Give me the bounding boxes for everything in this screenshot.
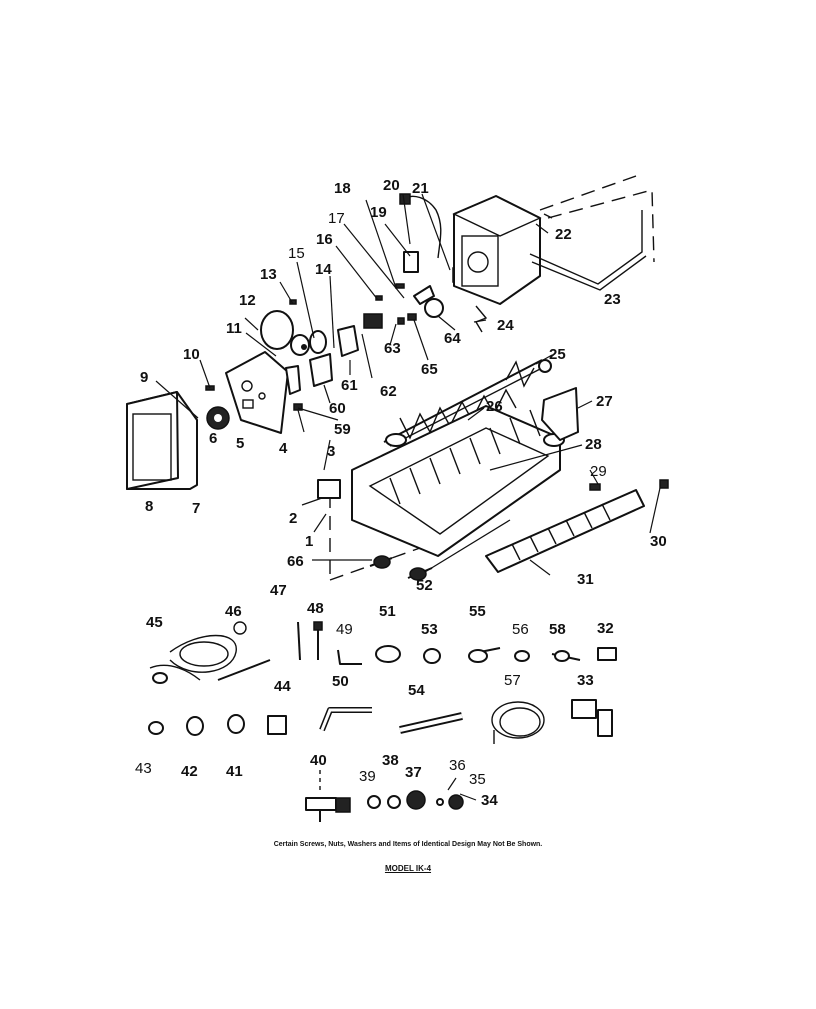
callout-label: 13 [260, 266, 277, 283]
callout-label: 27 [596, 393, 613, 410]
ice-mold [351, 405, 565, 557]
callout-label: 1 [305, 533, 313, 550]
callout-label: 39 [359, 768, 376, 785]
callout-label: 54 [408, 682, 425, 699]
callout-label: 20 [383, 177, 400, 194]
callout-label: 3 [327, 443, 335, 460]
shut-off-bracket [541, 387, 579, 441]
callout-label: 2 [289, 510, 297, 527]
callout-label: 46 [225, 603, 242, 620]
callout-label: 55 [469, 603, 486, 620]
control-housing [452, 195, 647, 305]
switch-parts [285, 313, 383, 395]
callout-label: 58 [549, 621, 566, 638]
callout-label: 49 [336, 621, 353, 638]
callout-label: 32 [597, 620, 614, 637]
callout-label: 36 [449, 757, 466, 774]
callout-label: 59 [334, 421, 351, 438]
callout-label: 28 [585, 436, 602, 453]
callout-labels: 1 2 3 4 5 6 7 8 9 10 11 12 13 14 15 16 1… [135, 177, 667, 809]
callout-label: 52 [416, 577, 433, 594]
callout-label: 53 [421, 621, 438, 638]
callout-label: 15 [288, 245, 305, 262]
callout-label: 43 [135, 760, 152, 777]
callout-label: 22 [555, 226, 572, 243]
drive-gear [206, 406, 230, 430]
callout-label: 64 [444, 330, 461, 347]
callout-label: 35 [469, 771, 486, 788]
leader-lines [155, 193, 661, 801]
callout-label: 18 [334, 180, 351, 197]
callout-label: 14 [315, 261, 332, 278]
callout-label: 66 [287, 553, 304, 570]
callout-label: 19 [370, 204, 387, 221]
callout-label: 31 [577, 571, 594, 588]
callout-label: 57 [504, 672, 521, 689]
loose-parts [148, 621, 617, 822]
callout-label: 48 [307, 600, 324, 617]
callout-label: 21 [412, 180, 429, 197]
callout-label: 51 [379, 603, 396, 620]
callout-label: 10 [183, 346, 200, 363]
callout-label: 8 [145, 498, 153, 515]
callout-label: 30 [650, 533, 667, 550]
callout-label: 16 [316, 231, 333, 248]
model-label: MODEL IK-4 [384, 864, 432, 873]
callout-label: 9 [140, 369, 148, 386]
callout-label: 50 [332, 673, 349, 690]
callout-label: 23 [604, 291, 621, 308]
callout-label: 45 [146, 614, 163, 631]
callout-label: 11 [226, 320, 242, 337]
callout-label: 41 [226, 763, 243, 780]
callout-label: 33 [577, 672, 594, 689]
callout-label: 60 [329, 400, 346, 417]
callout-label: 63 [384, 340, 401, 357]
callout-label: 17 [328, 210, 345, 227]
callout-label: 29 [590, 463, 607, 480]
callout-label: 6 [209, 430, 217, 447]
callout-label: 5 [236, 435, 244, 452]
callout-label: 38 [382, 752, 399, 769]
stripper [485, 489, 645, 573]
callout-label: 44 [274, 678, 291, 695]
callout-label: 65 [421, 361, 438, 378]
callout-label: 25 [549, 346, 566, 363]
callout-label: 34 [481, 792, 498, 809]
callout-label: 37 [405, 764, 422, 781]
callout-label: 26 [486, 398, 503, 415]
callout-label: 40 [310, 752, 327, 769]
front-cover [126, 391, 198, 490]
callout-label: 47 [270, 582, 287, 599]
callout-label: 7 [192, 500, 200, 517]
callout-label: 61 [341, 377, 358, 394]
callout-label: 4 [279, 440, 288, 457]
footnote-note: Certain Screws, Nuts, Washers and Items … [273, 841, 543, 848]
callout-label: 62 [380, 383, 397, 400]
callout-label: 12 [239, 292, 256, 309]
callout-label: 24 [497, 317, 514, 334]
mounting-plate [225, 351, 289, 434]
motor [260, 310, 310, 356]
callout-label: 42 [181, 763, 198, 780]
callout-label: 56 [512, 621, 529, 638]
